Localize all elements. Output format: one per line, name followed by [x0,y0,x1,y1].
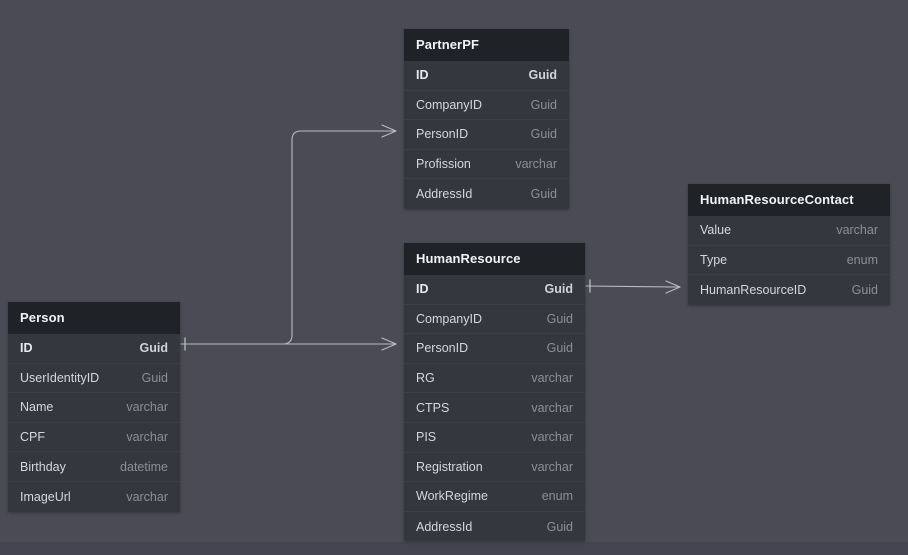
attribute-name: Registration [416,459,483,474]
attribute-type: Guid [528,68,557,83]
entity-title-person: Person [8,302,180,334]
attribute-row[interactable]: PersonID Guid [404,120,569,150]
attribute-type: Guid [530,127,557,142]
attribute-type: Guid [139,341,168,356]
attribute-row[interactable]: CTPS varchar [404,393,585,423]
attribute-name: CompanyID [416,97,482,112]
attribute-row[interactable]: HumanResourceID Guid [688,275,890,305]
entity-title-humanresourcecontact: HumanResourceContact [688,184,890,216]
attribute-type: varchar [531,430,573,445]
attribute-type: Guid [546,311,573,326]
canvas-bottom-band [0,542,908,555]
attribute-type: enum [541,489,573,504]
attribute-name: CTPS [416,400,450,415]
attribute-row[interactable]: Birthday datetime [8,452,180,482]
attribute-row[interactable]: AddressId Guid [404,512,585,542]
attribute-name: AddressId [416,519,473,534]
attribute-type: Guid [141,370,168,385]
attribute-name: AddressId [416,187,473,202]
connector-person-partnerpf [180,124,397,351]
attribute-name: CompanyID [416,311,482,326]
attribute-row[interactable]: ID Guid [404,61,569,91]
attribute-name: CPF [20,430,45,445]
attribute-list-person: ID Guid UserIdentityID Guid Name varchar… [8,334,180,512]
attribute-type: Guid [851,282,878,297]
attribute-row[interactable]: ID Guid [8,334,180,364]
attribute-row[interactable]: Type enum [688,246,890,276]
attribute-type: varchar [531,459,573,474]
attribute-list-humanresource: ID Guid CompanyID Guid PersonID Guid RG … [404,275,585,541]
attribute-name: RG [416,371,435,386]
attribute-list-humanresourcecontact: Value varchar Type enum HumanResourceID … [688,216,890,305]
attribute-type: Guid [544,282,573,297]
attribute-type: varchar [515,157,557,172]
attribute-row[interactable]: Name varchar [8,393,180,423]
attribute-list-partnerpf: ID Guid CompanyID Guid PersonID Guid Pro… [404,61,569,209]
attribute-row[interactable]: CompanyID Guid [404,305,585,335]
attribute-type: varchar [126,400,168,415]
attribute-row[interactable]: PIS varchar [404,423,585,453]
connector-humanresource-contact [585,279,681,294]
attribute-type: varchar [126,430,168,445]
attribute-type: Guid [546,519,573,534]
attribute-row[interactable]: Profission varchar [404,150,569,180]
attribute-row[interactable]: CompanyID Guid [404,91,569,121]
entity-title-humanresource: HumanResource [404,243,585,275]
entity-person[interactable]: Person ID Guid UserIdentityID Guid Name … [8,302,180,512]
attribute-row[interactable]: RG varchar [404,364,585,394]
attribute-name: ID [416,68,429,83]
attribute-type: datetime [120,459,168,474]
attribute-type: Guid [530,97,557,112]
entity-humanresourcecontact[interactable]: HumanResourceContact Value varchar Type … [688,184,890,305]
attribute-type: varchar [531,400,573,415]
attribute-row[interactable]: UserIdentityID Guid [8,364,180,394]
attribute-row[interactable]: Value varchar [688,216,890,246]
attribute-name: ID [20,341,33,356]
connector-person-humanresource [180,337,397,351]
attribute-name: PersonID [416,127,469,142]
entity-humanresource[interactable]: HumanResource ID Guid CompanyID Guid Per… [404,243,585,542]
entity-title-partnerpf: PartnerPF [404,29,569,61]
entity-partnerpf[interactable]: PartnerPF ID Guid CompanyID Guid PersonI… [404,29,569,209]
attribute-row[interactable]: CPF varchar [8,423,180,453]
attribute-row[interactable]: Registration varchar [404,453,585,483]
attribute-type: Guid [530,187,557,202]
attribute-name: Type [700,252,728,267]
attribute-type: varchar [531,371,573,386]
attribute-name: Profission [416,157,471,172]
attribute-name: ID [416,282,429,297]
attribute-name: Value [700,223,732,238]
attribute-name: HumanResourceID [700,282,807,297]
attribute-row[interactable]: ImageUrl varchar [8,482,180,512]
attribute-name: PersonID [416,341,469,356]
attribute-type: varchar [836,223,878,238]
attribute-name: Name [20,400,54,415]
attribute-name: UserIdentityID [20,370,100,385]
attribute-name: PIS [416,430,437,445]
attribute-name: Birthday [20,459,66,474]
attribute-type: varchar [126,489,168,504]
attribute-type: Guid [546,341,573,356]
attribute-name: WorkRegime [416,489,489,504]
attribute-row[interactable]: WorkRegime enum [404,482,585,512]
attribute-row[interactable]: ID Guid [404,275,585,305]
attribute-row[interactable]: AddressId Guid [404,179,569,209]
attribute-name: ImageUrl [20,489,71,504]
attribute-row[interactable]: PersonID Guid [404,334,585,364]
attribute-type: enum [846,252,878,267]
